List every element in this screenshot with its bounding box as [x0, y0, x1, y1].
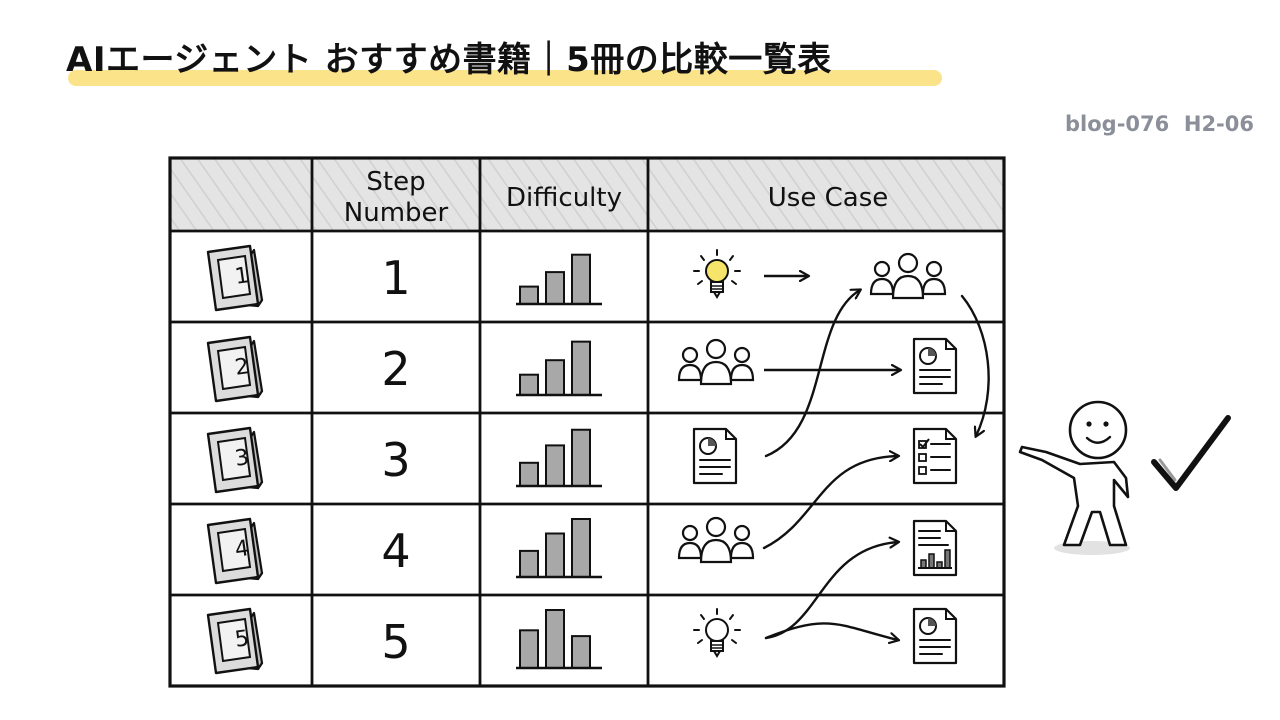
step-number: 5: [381, 615, 410, 669]
use-case: [677, 516, 958, 577]
table-row: 2 2: [206, 335, 958, 403]
step-number: 4: [381, 524, 410, 578]
arrow-icon: [764, 622, 898, 640]
header-step-line1: Step: [366, 167, 425, 197]
difficulty-bar: [571, 635, 591, 669]
step-number: 2: [381, 342, 410, 396]
difficulty-bar: [519, 629, 539, 669]
header-step-line2: Number: [344, 198, 449, 228]
post-tag: blog-076 H2-06: [1065, 112, 1254, 136]
table-border: [168, 156, 1006, 688]
stick-figure-pointing-icon: [1018, 400, 1130, 555]
checklist-icon: [912, 427, 958, 485]
difficulty-bar: [571, 428, 591, 487]
step-number: 3: [381, 433, 410, 487]
report-barchart-icon: [912, 519, 958, 577]
title-highlight: [68, 70, 942, 86]
table-header: Step Number Difficulty Use Case: [344, 167, 888, 228]
book-label: 1: [233, 263, 250, 290]
use-case: [693, 249, 947, 300]
difficulty-bar: [519, 373, 539, 397]
difficulty-bar: [519, 461, 539, 487]
checkmark-icon: [1151, 415, 1231, 491]
difficulty-bars: [516, 253, 602, 306]
lightbulb-lit-icon: [693, 249, 741, 298]
book-icon: 5: [206, 607, 264, 675]
table-row: 5 5: [206, 607, 958, 675]
header-row-fill: [170, 158, 1004, 230]
difficulty-bar: [545, 609, 565, 669]
difficulty-bar: [571, 518, 591, 578]
table-row: 3 3: [206, 426, 958, 494]
table-frame: [168, 156, 1006, 688]
use-case: [677, 337, 958, 395]
arrow-icon: [762, 456, 898, 550]
book-icon: 4: [206, 517, 264, 585]
difficulty-bar: [545, 359, 565, 397]
page-title: AIエージェント おすすめ書籍｜5冊の比較一覧表: [66, 40, 832, 80]
report-pie-icon: [912, 337, 958, 395]
use-case: [692, 427, 958, 485]
book-label: 3: [233, 445, 250, 472]
difficulty-bars: [516, 518, 602, 579]
header-use-case: Use Case: [768, 183, 888, 213]
people-group-icon: [677, 516, 755, 564]
people-group-icon: [869, 252, 947, 300]
difficulty-bar: [545, 444, 565, 487]
difficulty-bars: [516, 609, 602, 670]
arrow-icon: [960, 294, 990, 436]
difficulty-bar: [571, 253, 591, 305]
report-pie-icon: [912, 607, 958, 665]
book-icon: 3: [206, 426, 264, 494]
people-group-icon: [677, 338, 755, 386]
difficulty-bars: [516, 340, 602, 397]
report-pie-icon: [692, 427, 738, 485]
difficulty-bars: [516, 428, 602, 488]
table-row: 1 1: [206, 244, 947, 312]
difficulty-bar: [571, 340, 591, 397]
difficulty-bar: [519, 285, 539, 306]
lightbulb-icon: [693, 608, 741, 657]
book-label: 4: [233, 536, 250, 563]
flow-arrows: [762, 290, 990, 640]
difficulty-bar: [519, 549, 539, 579]
table-row: 4 4: [206, 516, 958, 585]
difficulty-bar: [545, 271, 565, 306]
difficulty-bar: [545, 532, 565, 578]
arrow-icon: [764, 290, 860, 458]
book-label: 5: [233, 626, 250, 653]
title-block: AIエージェント おすすめ書籍｜5冊の比較一覧表: [66, 36, 942, 86]
use-case: [693, 607, 958, 665]
book-icon: 1: [206, 244, 264, 312]
book-label: 2: [233, 354, 250, 381]
step-number: 1: [381, 251, 410, 305]
book-icon: 2: [206, 335, 264, 403]
header-difficulty: Difficulty: [506, 183, 622, 213]
